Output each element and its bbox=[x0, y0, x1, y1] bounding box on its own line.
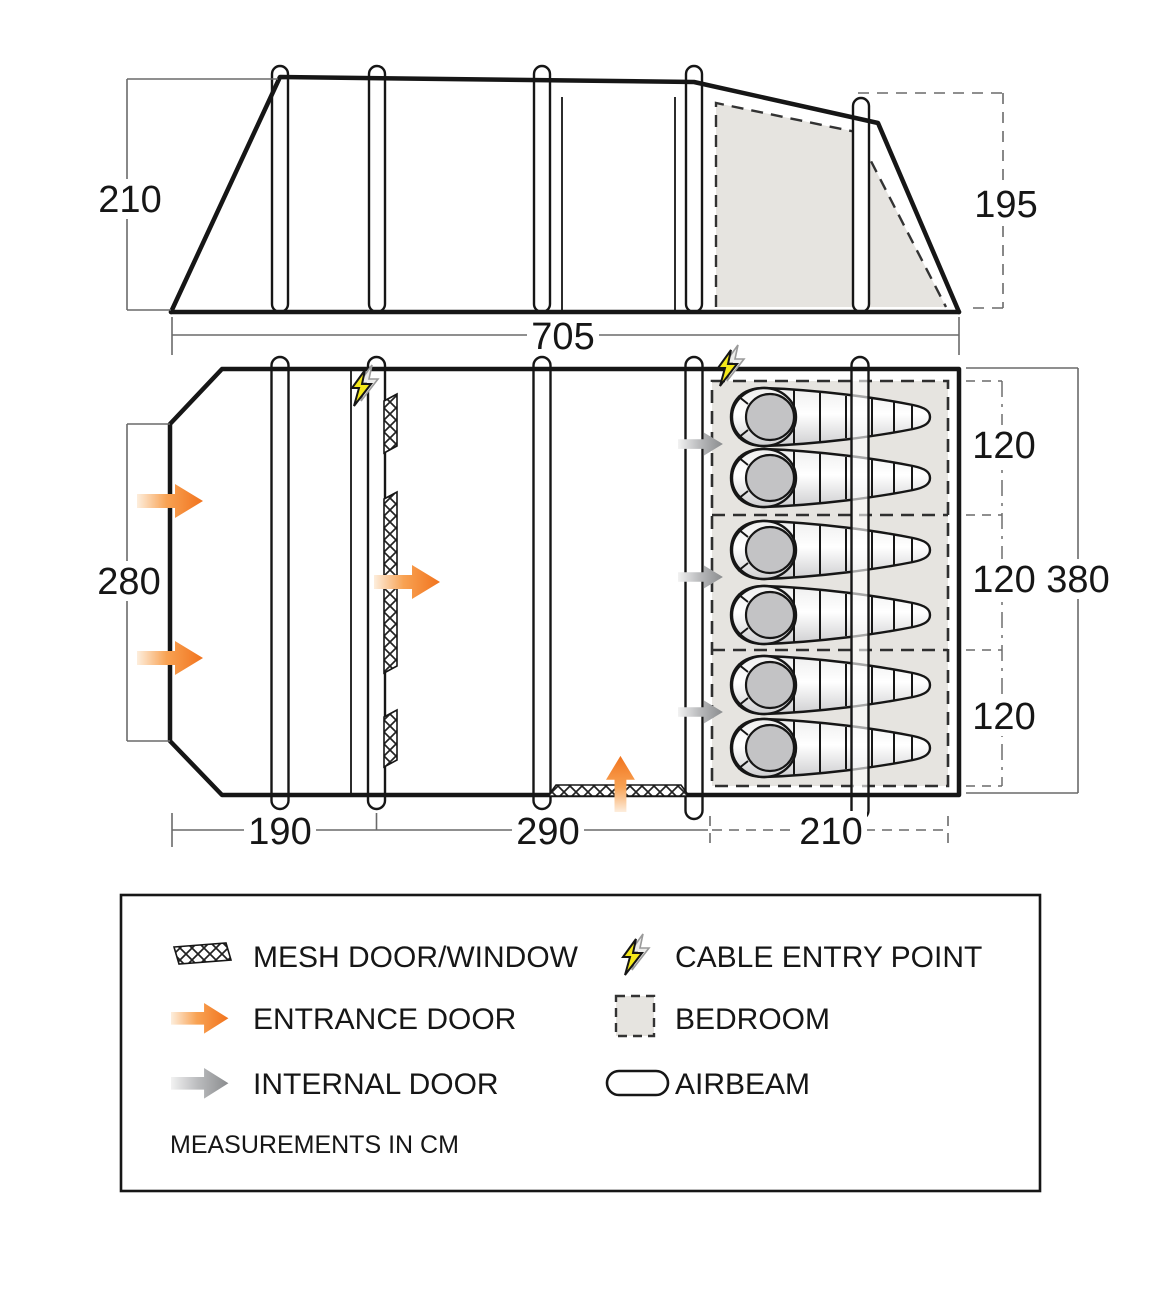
legend-box bbox=[119, 893, 1042, 1193]
legend-airbeam-label: AIRBEAM bbox=[675, 1068, 810, 1101]
dim-front-length-label: 190 bbox=[248, 811, 311, 853]
floorplan-view: 280 190 290 210 120 120 380 120 bbox=[97, 344, 1112, 853]
mesh-swatch-icon bbox=[172, 942, 233, 965]
legend-internal-label: INTERNAL DOOR bbox=[253, 1068, 499, 1101]
legend-measurements-note: MEASUREMENTS IN CM bbox=[170, 1131, 459, 1159]
airbeam-pole bbox=[850, 355, 870, 821]
dim-height-front-label: 210 bbox=[98, 179, 161, 221]
mesh-window bbox=[383, 708, 398, 769]
bedroom-area bbox=[712, 381, 948, 786]
legend-entrance-label: ENTRANCE DOOR bbox=[253, 1003, 516, 1036]
dim-living-width: 280 bbox=[97, 423, 170, 742]
dim-bedroom-depth-label: 210 bbox=[799, 811, 862, 853]
dim-height-front: 210 bbox=[98, 78, 278, 311]
airbeam-pole bbox=[532, 64, 552, 314]
mesh-window bbox=[383, 392, 398, 455]
dim-bedroom-width-2-label: 120 bbox=[972, 559, 1035, 601]
elevation-roof-line bbox=[168, 74, 962, 315]
airbeam-pole bbox=[851, 96, 871, 314]
elevation-bedroom-area bbox=[716, 103, 946, 307]
bedroom-swatch-icon bbox=[614, 994, 656, 1038]
dim-bottom-row: 190 290 210 bbox=[171, 811, 949, 853]
dim-total-length: 705 bbox=[171, 316, 960, 358]
airbeam-pole bbox=[684, 355, 704, 821]
dim-bedroom-width-1-label: 120 bbox=[972, 425, 1035, 467]
legend: MESH DOOR/WINDOW ENTRANCE DOOR INTERNAL … bbox=[119, 893, 1042, 1193]
legend-bedroom-label: BEDROOM bbox=[675, 1003, 830, 1036]
airbeam-pole bbox=[684, 64, 704, 314]
airbeam-pole bbox=[270, 355, 290, 811]
elevation-view: 210 195 bbox=[98, 64, 1038, 315]
airbeam-pole bbox=[270, 64, 290, 314]
elevation-bedroom-dashed-outline bbox=[714, 101, 948, 308]
legend-mesh-label: MESH DOOR/WINDOW bbox=[253, 941, 579, 974]
airbeam-icon bbox=[605, 1069, 670, 1097]
legend-cable-label: CABLE ENTRY POINT bbox=[675, 941, 982, 974]
dim-bedroom-width-3-label: 120 bbox=[972, 696, 1035, 738]
airbeam-pole bbox=[367, 64, 387, 314]
airbeam-pole bbox=[532, 355, 552, 811]
elevation-inner-divider-lines bbox=[561, 97, 676, 310]
floorplan-airbeam-poles bbox=[270, 355, 870, 821]
dim-total-width-label: 380 bbox=[1046, 559, 1109, 601]
dim-height-rear-label: 195 bbox=[974, 184, 1037, 226]
dim-height-rear: 195 bbox=[858, 92, 1038, 309]
dim-living-width-label: 280 bbox=[97, 561, 160, 603]
dim-middle-length-label: 290 bbox=[516, 811, 579, 853]
dim-right-column: 120 120 380 120 bbox=[966, 367, 1112, 794]
elevation-outline bbox=[168, 74, 962, 315]
dim-total-length-label: 705 bbox=[531, 316, 594, 358]
